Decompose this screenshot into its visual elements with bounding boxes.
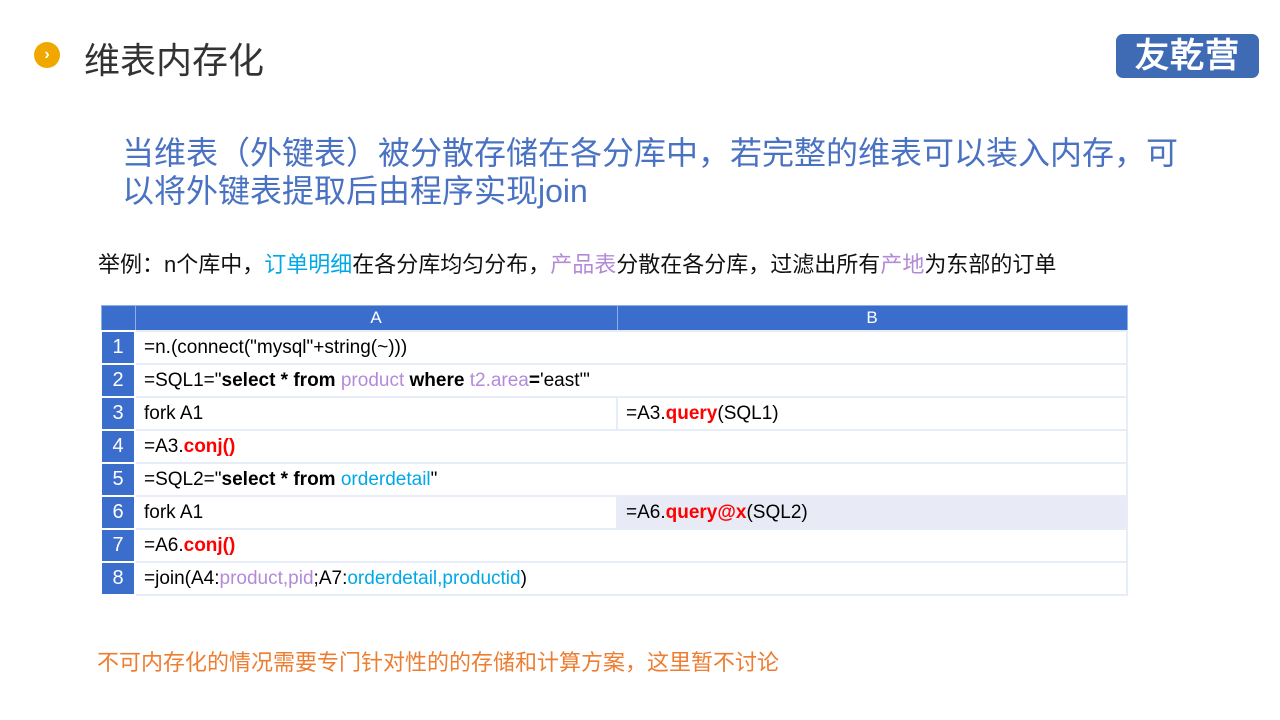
text-segment: =n.(connect("mysql"+string(~)))	[144, 336, 408, 358]
column-header-a[interactable]: A	[134, 305, 618, 332]
grid-row: 6 fork A1 =A6.query@x(SQL2)	[100, 495, 1128, 530]
grid-row: 3 fork A1 =A3.query(SQL1)	[100, 396, 1128, 431]
cell-a7[interactable]: =A6.conj()	[134, 528, 1128, 563]
text-segment: 分散在各分库，过滤出所有	[616, 252, 881, 277]
text-segment: =SQL2="	[144, 468, 222, 490]
grid-row: 7=A6.conj()	[100, 528, 1128, 563]
grid-row: 2=SQL1="select * from product where t2.a…	[100, 363, 1128, 398]
cell-a1[interactable]: =n.(connect("mysql"+string(~)))	[134, 330, 1128, 365]
row-number[interactable]: 6	[100, 495, 136, 530]
text-segment: conj()	[183, 435, 236, 457]
text-segment: "	[430, 468, 438, 490]
text-segment: (SQL1)	[717, 402, 779, 424]
lead-text: 当维表（外键表）被分散存储在各分库中，若完整的维表可以装入内存，可以将外键表提取…	[122, 135, 1179, 209]
cell-a8[interactable]: =join(A4:product,pid;A7:orderdetail,prod…	[134, 561, 1128, 596]
text-segment: 在各分库均匀分布，	[352, 252, 551, 277]
text-segment: product	[340, 369, 405, 391]
text-segment: =SQL1="	[144, 369, 222, 391]
corner-cell	[100, 305, 136, 332]
row-number[interactable]: 5	[100, 462, 136, 497]
text-segment: =A3.	[144, 435, 184, 457]
grid-row: 1 =n.(connect("mysql"+string(~)))	[100, 330, 1128, 365]
column-header-b[interactable]: B	[616, 305, 1128, 332]
text-segment: t2.area	[469, 369, 529, 391]
text-segment: (SQL2)	[746, 501, 808, 523]
text-segment: 产地	[880, 252, 925, 277]
cell-b3[interactable]: =A3.query(SQL1)	[616, 396, 1128, 431]
text-segment: )	[520, 567, 527, 589]
note-text: 不可内存化的情况需要专门针对性的的存储和计算方案，这里暂不讨论	[97, 650, 780, 675]
text-segment: fork A1	[144, 501, 204, 523]
text-segment: orderdetail	[340, 468, 431, 490]
text-segment: 为东部的订单	[924, 252, 1057, 277]
text-segment: conj()	[183, 534, 236, 556]
text-segment: =A6.	[144, 534, 184, 556]
cell-a5[interactable]: =SQL2="select * from orderdetail"	[134, 462, 1128, 497]
cell-a6[interactable]: fork A1	[134, 495, 618, 530]
text-segment: 订单明细	[264, 252, 353, 277]
text-segment: 举例：n个库中，	[98, 252, 265, 277]
text-segment: 产品表	[550, 252, 617, 277]
cell-a4[interactable]: =A3.conj()	[134, 429, 1128, 464]
grid-row: 5=SQL2="select * from orderdetail"	[100, 462, 1128, 497]
chevron-right-icon: ›	[34, 42, 60, 68]
text-segment: ;A7:	[313, 567, 348, 589]
text-segment: select * from	[221, 468, 341, 490]
row-number[interactable]: 2	[100, 363, 136, 398]
logo: 友乾营	[1116, 34, 1259, 78]
row-number[interactable]: 4	[100, 429, 136, 464]
row-number[interactable]: 8	[100, 561, 136, 596]
text-segment: product,pid	[219, 567, 314, 589]
page-title: 维表内存化	[84, 40, 265, 81]
text-segment: =join(A4:	[144, 567, 220, 589]
cell-b6[interactable]: =A6.query@x(SQL2)	[616, 495, 1128, 530]
row-number[interactable]: 1	[100, 330, 136, 365]
cell-a2[interactable]: =SQL1="select * from product where t2.ar…	[134, 363, 1128, 398]
text-segment: =	[528, 369, 540, 391]
row-number[interactable]: 7	[100, 528, 136, 563]
text-segment: =A6.	[626, 501, 666, 523]
text-segment: query@x	[665, 501, 747, 523]
grid-row: 8=join(A4:product,pid;A7:orderdetail,pro…	[100, 561, 1128, 596]
text-segment: query	[665, 402, 718, 424]
text-segment: select * from	[221, 369, 341, 391]
text-segment: where	[404, 369, 470, 391]
text-segment: 'east'"	[539, 369, 590, 391]
text-segment: orderdetail,productid	[347, 567, 521, 589]
example-text: 举例：n个库中，订单明细在各分库均匀分布，产品表分散在各分库，过滤出所有产地为东…	[98, 247, 1056, 279]
row-number[interactable]: 3	[100, 396, 136, 431]
grid-row: 4=A3.conj()	[100, 429, 1128, 464]
text-segment: =A3.	[626, 402, 666, 424]
text-segment: fork A1	[144, 402, 204, 424]
cell-a3[interactable]: fork A1	[134, 396, 618, 431]
code-grid: A B 1=n.(connect("mysql"+string(~)))2=SQ…	[100, 305, 1128, 596]
